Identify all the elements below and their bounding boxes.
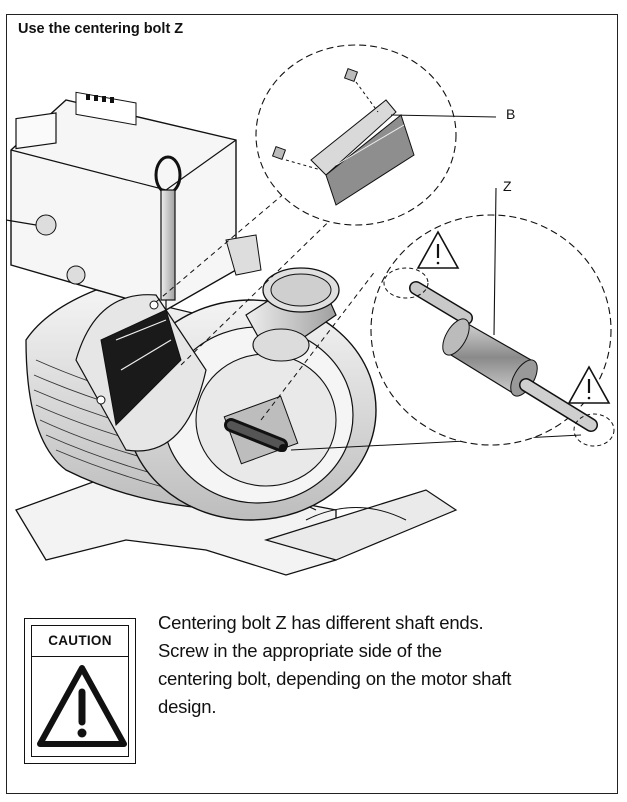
- caution-divider: [32, 656, 128, 657]
- warning-triangle-icon: [416, 230, 460, 269]
- note-line: design.: [158, 696, 217, 717]
- clamp-plate: [100, 309, 182, 427]
- note-line: Centering bolt Z has different shaft end…: [158, 612, 484, 633]
- label-z: Z: [503, 178, 512, 194]
- page-title: Use the centering bolt Z: [18, 21, 184, 37]
- caution-note: Centering bolt Z has different shaft end…: [158, 609, 608, 721]
- caution-box: CAUTION: [24, 618, 136, 764]
- page-frame: [6, 14, 618, 794]
- note-line: centering bolt, depending on the motor s…: [158, 668, 512, 689]
- warning-triangle-icon: [37, 665, 127, 747]
- detail-z-circle: [370, 214, 612, 446]
- warning-triangle-icon: [567, 365, 611, 404]
- caution-panel: CAUTION: [31, 625, 129, 757]
- label-b: B: [506, 106, 516, 122]
- note-line: Screw in the appropriate side of the: [158, 640, 442, 661]
- caution-label: CAUTION: [48, 633, 112, 648]
- motor-illustration: [6, 44, 615, 576]
